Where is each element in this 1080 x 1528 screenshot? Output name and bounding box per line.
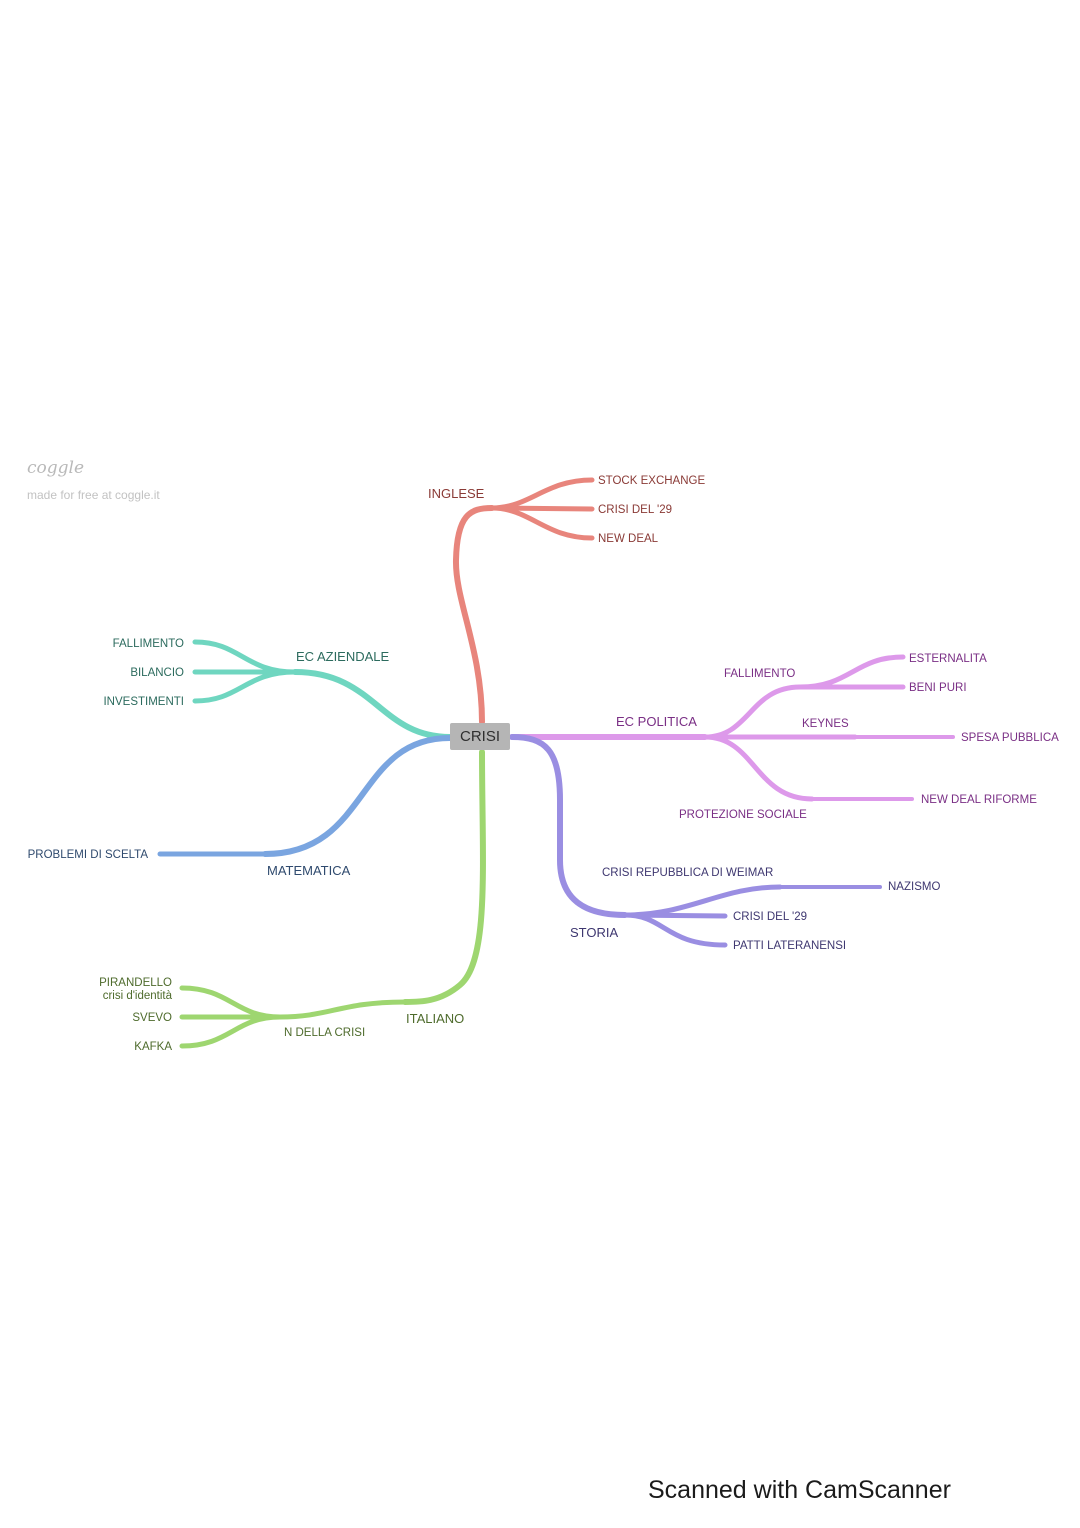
node-new-deal[interactable]: NEW DEAL [598, 533, 659, 545]
node-storia[interactable]: STORIA [570, 925, 618, 940]
edge-fallimento-esternalita [797, 654, 906, 690]
edge-n-della-crisi-kafka [179, 1014, 283, 1049]
branch-storia [509, 734, 882, 948]
edge-crisi-italiano [402, 749, 486, 1005]
node-fallimento-aziendale[interactable]: FALLIMENTO [113, 638, 184, 650]
edge-aziendale-fallimento [192, 639, 298, 675]
edge-crisi-storia [509, 734, 628, 918]
node-italiano[interactable]: ITALIANO [406, 1011, 464, 1026]
branch-italiano [179, 749, 486, 1049]
node-n-della-crisi[interactable]: N DELLA CRISI [284, 1027, 365, 1039]
node-weimar[interactable]: CRISI REPUBBLICA DI WEIMAR [602, 867, 773, 879]
node-svevo[interactable]: SVEVO [132, 1012, 172, 1024]
edge-aziendale-investimenti [192, 669, 298, 704]
node-patti-lateranensi[interactable]: PATTI LATERANENSI [733, 940, 846, 952]
edge-italiano-n-della-crisi [277, 999, 408, 1020]
edge-inglese-stock-exchange [489, 477, 595, 511]
node-problemi-di-scelta[interactable]: PROBLEMI DI SCELTA [28, 849, 149, 861]
edge-crisi-matematica [262, 735, 453, 857]
edge-n-della-crisi-pirandello [179, 985, 283, 1020]
node-spesa-pubblica[interactable]: SPESA PUBBLICA [961, 732, 1059, 744]
node-pirandello[interactable]: PIRANDELLO [99, 977, 172, 989]
node-protezione-sociale[interactable]: PROTEZIONE SOCIALE [679, 809, 807, 821]
node-ec-politica[interactable]: EC POLITICA [616, 714, 697, 729]
node-pirandello-sub: crisi d'identità [103, 990, 173, 1002]
branch-ec-politica [509, 654, 955, 802]
central-node-label: CRISI [459, 728, 500, 745]
node-beni-puri[interactable]: BENI PURI [909, 682, 967, 694]
node-stock-exchange[interactable]: STOCK EXCHANGE [598, 475, 705, 487]
edge-inglese-new-deal [489, 505, 595, 541]
edge-storia-patti [622, 912, 728, 948]
branch-matematica [157, 735, 453, 857]
node-keynes[interactable]: KEYNES [802, 718, 849, 730]
node-inglese[interactable]: INGLESE [428, 486, 485, 501]
edge-politica-protezione [702, 734, 815, 802]
node-new-deal-riforme[interactable]: NEW DEAL RIFORME [921, 794, 1037, 806]
edge-crisi-inglese [452, 505, 495, 725]
edge-crisi-ec-aziendale [292, 669, 453, 740]
node-investimenti[interactable]: INVESTIMENTI [103, 696, 184, 708]
node-bilancio[interactable]: BILANCIO [130, 667, 184, 679]
central-node-crisi[interactable]: CRISI [450, 723, 510, 750]
node-matematica[interactable]: MATEMATICA [267, 863, 351, 878]
node-nazismo[interactable]: NAZISMO [888, 881, 940, 893]
node-crisi-29-storia[interactable]: CRISI DEL '29 [733, 911, 807, 923]
node-kafka[interactable]: KAFKA [134, 1041, 172, 1053]
edge-politica-fallimento [702, 684, 803, 740]
node-fallimento-politica[interactable]: FALLIMENTO [724, 668, 795, 680]
coggle-logo: coggle [27, 458, 85, 478]
branch-ec-aziendale [192, 639, 453, 740]
branch-inglese [452, 477, 595, 725]
coggle-tagline[interactable]: made for free at coggle.it [27, 488, 160, 502]
camscanner-watermark: Scanned with CamScanner [648, 1476, 951, 1504]
node-crisi-29-inglese[interactable]: CRISI DEL '29 [598, 504, 672, 516]
node-ec-aziendale[interactable]: EC AZIENDALE [296, 649, 390, 664]
node-esternalita[interactable]: ESTERNALITA [909, 653, 987, 665]
